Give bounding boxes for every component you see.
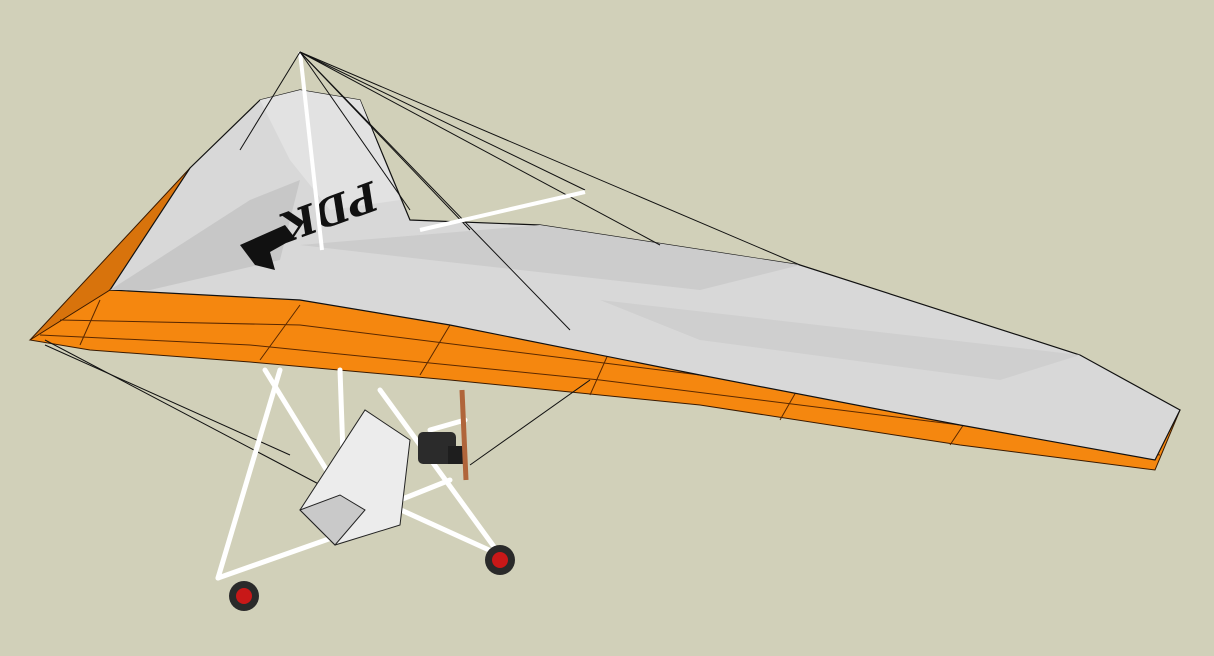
- wheel-front: [229, 581, 259, 611]
- wing-emblem: [240, 225, 295, 270]
- trike-seat: [299, 409, 411, 546]
- wheel-rear: [485, 545, 515, 575]
- rigging: [44, 51, 801, 491]
- engine: [418, 389, 469, 481]
- propeller: [459, 389, 469, 481]
